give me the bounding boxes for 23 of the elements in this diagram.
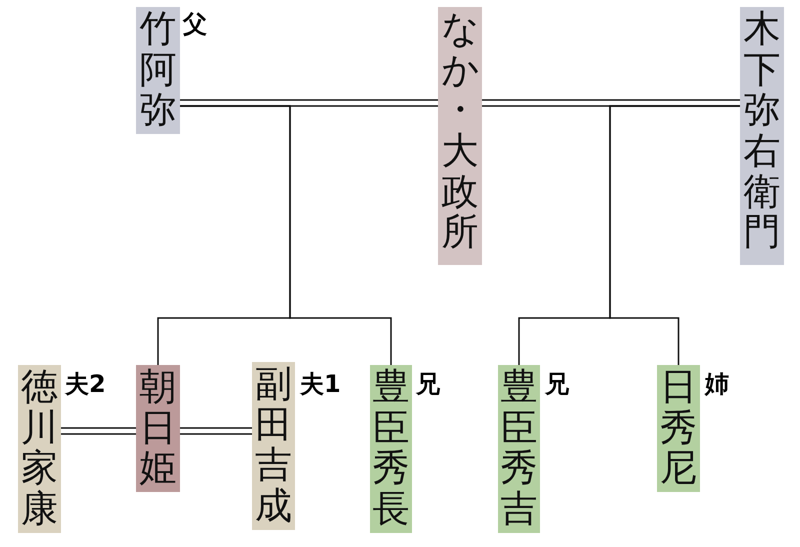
person-box [740, 7, 784, 265]
relation-label: 兄 [416, 372, 440, 396]
marriage-line [179, 99, 439, 107]
relation-label: 兄 [545, 372, 569, 396]
relation-label: 夫1 [300, 372, 341, 396]
person-name: 竹阿弥 [140, 9, 176, 132]
person-box [438, 7, 482, 265]
person-name: なか・大政所 [442, 9, 478, 254]
descent-line [609, 105, 740, 365]
person-name: 木下弥右衛門 [744, 9, 780, 254]
person-name: 日秀尼 [660, 367, 697, 490]
person-name: 徳川家康 [21, 367, 58, 530]
marriage-line [179, 427, 253, 435]
person-name: 副田吉成 [255, 364, 292, 527]
person-name: 豊臣秀長 [372, 367, 410, 530]
relation-label: 父 [183, 12, 207, 36]
relation-label: 姉 [705, 372, 729, 396]
descent-line [180, 105, 392, 365]
person-name: 朝日姫 [140, 367, 176, 490]
marriage-line [60, 427, 137, 435]
relation-label: 夫2 [65, 372, 106, 396]
marriage-line [481, 99, 741, 107]
person-name: 豊臣秀吉 [500, 367, 538, 530]
